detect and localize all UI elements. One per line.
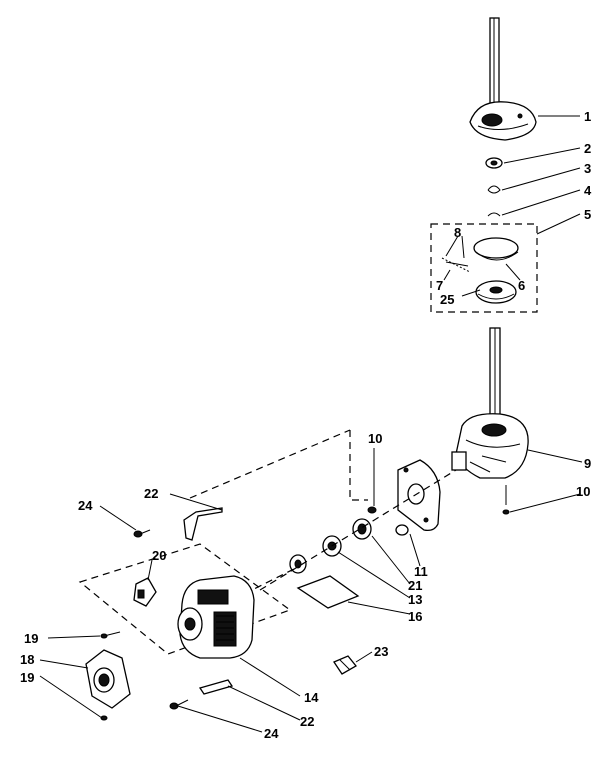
callout-3: 3 <box>584 161 591 176</box>
callout-24-lower: 24 <box>264 726 279 741</box>
callout-21: 21 <box>408 578 422 593</box>
part-1-hub <box>469 101 537 141</box>
callout-19-lower: 19 <box>20 670 34 685</box>
part-4-clip <box>487 212 501 217</box>
callout-4: 4 <box>584 183 592 198</box>
callout-16: 16 <box>408 609 422 624</box>
callout-10-right: 10 <box>576 484 590 499</box>
callout-9: 9 <box>584 456 591 471</box>
part-23-clip <box>333 655 357 675</box>
part-5-assembly-box <box>430 223 538 313</box>
callout-1: 1 <box>584 109 591 124</box>
wiring-dashed-diag <box>189 429 351 499</box>
wiring-dashed-path <box>349 430 368 501</box>
callout-8: 8 <box>454 225 461 240</box>
part-18-cover <box>85 649 131 709</box>
callout-24-upper: 24 <box>78 498 93 513</box>
callout-25: 25 <box>440 292 454 307</box>
callout-23: 23 <box>374 644 388 659</box>
callout-22-upper: 22 <box>144 486 158 501</box>
alignment-line-2 <box>179 565 301 627</box>
callout-22-lower: 22 <box>300 714 314 729</box>
part-19-screw-bottom <box>100 715 108 721</box>
mounting-plate <box>397 459 441 532</box>
leader-lines <box>39 115 583 733</box>
part-22-upper-rod <box>183 507 223 541</box>
callout-14: 14 <box>304 690 319 705</box>
lower-shaft <box>489 327 501 429</box>
part-10-screw-right <box>502 485 510 515</box>
callout-10-upper: 10 <box>368 431 382 446</box>
callout-7: 7 <box>436 278 443 293</box>
part-3-ring <box>487 185 501 194</box>
part-11-bushing <box>395 524 409 536</box>
part-24-screw-lower <box>169 699 189 710</box>
part-8-springs <box>441 257 471 273</box>
callout-2: 2 <box>584 141 591 156</box>
part-2-washer <box>485 157 503 169</box>
part-9-gearcase <box>451 413 529 479</box>
callout-13: 13 <box>408 592 422 607</box>
callout-6: 6 <box>518 278 525 293</box>
callout-11: 11 <box>414 564 428 579</box>
callout-20: 20 <box>152 548 166 563</box>
part-14-motor <box>177 575 255 659</box>
part-25-pulley <box>475 280 517 304</box>
part-16-pad <box>296 575 360 609</box>
callout-19-upper: 19 <box>24 631 38 646</box>
part-22-lower-bar <box>198 679 234 695</box>
drive-shaft <box>489 17 500 114</box>
part-10-screw-left <box>367 506 377 514</box>
part-24-screw-upper <box>133 529 151 538</box>
part-20-switch <box>133 577 157 607</box>
part-19-screw-top <box>100 631 121 639</box>
part-21-seal <box>352 518 372 540</box>
part-6-band <box>473 237 519 261</box>
callout-18: 18 <box>20 652 34 667</box>
callout-5: 5 <box>584 207 591 222</box>
